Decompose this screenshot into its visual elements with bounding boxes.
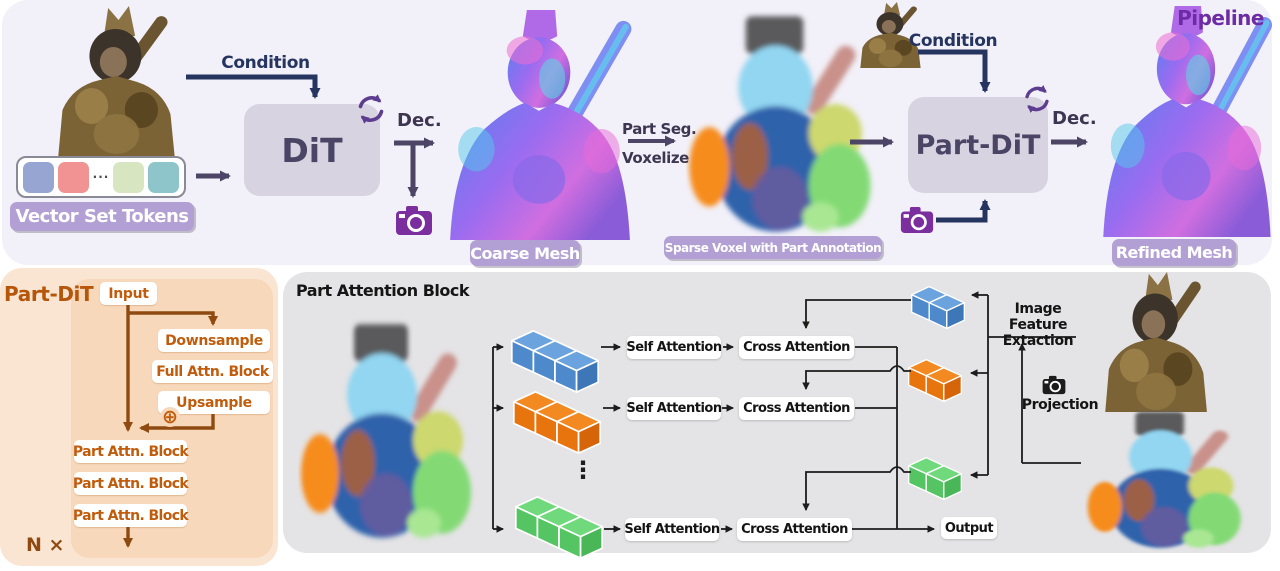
input-box: Input bbox=[100, 282, 157, 305]
repeat-n-label: N × bbox=[26, 534, 65, 556]
camera-icon-refined bbox=[900, 206, 934, 234]
part-attention-title: Part Attention Block bbox=[296, 281, 470, 300]
sparse-voxel-image bbox=[686, 10, 878, 240]
projected-voxel-image bbox=[1085, 408, 1247, 553]
full-attn-block-box: Full Attn. Block bbox=[152, 360, 273, 383]
part-tokens-blue bbox=[511, 330, 599, 393]
vector-set-tokens-strip: ··· bbox=[16, 156, 186, 198]
dec-label-2: Dec. bbox=[1052, 108, 1097, 129]
projection-label: Projection bbox=[1021, 397, 1099, 413]
upsample-box: Upsample bbox=[158, 391, 270, 414]
part-attn-block-box-1: Part Attn. Block bbox=[73, 440, 189, 463]
part-attn-block-box-2: Part Attn. Block bbox=[73, 472, 189, 495]
part-attn-block-box-3: Part Attn. Block bbox=[73, 504, 189, 527]
parts-ellipsis: ⋮ bbox=[571, 456, 595, 484]
part-tokens-orange bbox=[513, 391, 601, 454]
tokens-ellipsis: ··· bbox=[92, 170, 110, 184]
pipeline-title: Pipeline bbox=[1177, 6, 1264, 30]
cross-attention-box-2: Cross Attention bbox=[739, 397, 854, 420]
refined-mesh-label: Refined Mesh bbox=[1112, 239, 1236, 266]
refined-mesh-image bbox=[1092, 4, 1280, 237]
feature-tokens-blue bbox=[911, 286, 965, 329]
token-red bbox=[57, 161, 89, 193]
vector-set-tokens-label: Vector Set Tokens bbox=[10, 202, 194, 231]
projection-camera-icon bbox=[1042, 375, 1066, 395]
output-box: Output bbox=[941, 517, 997, 539]
image-feature-line-2: Extaction bbox=[1002, 333, 1074, 350]
voxelize-label: Voxelize bbox=[622, 149, 689, 167]
add-symbol: ⊕ bbox=[160, 407, 180, 427]
part-seg-label: Part Seg. bbox=[622, 120, 697, 138]
downsample-box: Downsample bbox=[158, 329, 270, 352]
input-image bbox=[50, 6, 185, 156]
cross-attention-box-1: Cross Attention bbox=[739, 336, 854, 359]
camera-icon-coarse bbox=[395, 205, 433, 236]
feature-tokens-orange bbox=[908, 359, 962, 402]
token-blue bbox=[22, 161, 54, 193]
diffusion-cycle-icon bbox=[353, 91, 389, 127]
image-feature-extraction-label: Image Feature Extaction bbox=[985, 301, 1091, 349]
part-dit-title: Part-DiT bbox=[4, 282, 94, 306]
part-tokens-green bbox=[515, 496, 603, 559]
pipeline-panel bbox=[2, 0, 1272, 265]
self-attention-box-2: Self Attention bbox=[626, 397, 722, 420]
coarse-mesh-image bbox=[438, 8, 640, 240]
feature-tokens-green bbox=[908, 457, 962, 500]
dec-label-1: Dec. bbox=[397, 110, 442, 131]
dit-block: DiT bbox=[244, 104, 380, 196]
condition-label-1: Condition bbox=[221, 53, 310, 73]
coarse-mesh-label: Coarse Mesh bbox=[470, 240, 580, 266]
part-voxel-image bbox=[298, 318, 478, 546]
condition-label-2: Condition bbox=[908, 31, 998, 51]
token-green bbox=[113, 161, 145, 193]
cross-attention-box-3: Cross Attention bbox=[737, 518, 852, 541]
part-dit-block: Part-DiT bbox=[908, 97, 1048, 193]
self-attention-box-1: Self Attention bbox=[626, 336, 722, 359]
image-feature-line-1: Image Feature bbox=[1008, 301, 1068, 334]
diffusion-cycle-icon-2 bbox=[1020, 82, 1054, 116]
sparse-voxel-label: Sparse Voxel with Part Annotation bbox=[664, 236, 882, 259]
reference-image bbox=[1098, 272, 1216, 412]
token-teal bbox=[148, 161, 180, 193]
self-attention-box-3: Self Attention bbox=[624, 518, 720, 541]
